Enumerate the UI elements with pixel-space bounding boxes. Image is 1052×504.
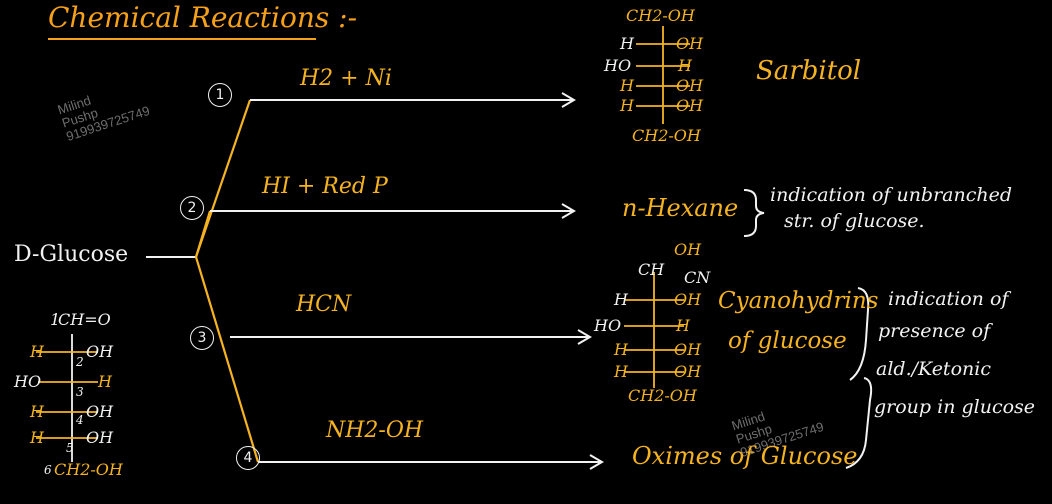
- product-cyano-line1: Cyanohydrins: [718, 288, 879, 314]
- glucose-r4-right: OH: [86, 428, 114, 447]
- ald-note-line2: presence of: [878, 320, 991, 342]
- glucose-r4-carbon: 5: [66, 441, 74, 455]
- cyano-top-oh: OH: [674, 240, 702, 259]
- cyano-bottom: CH2-OH: [628, 386, 697, 405]
- reagent-2: HI + Red P: [262, 174, 388, 199]
- branch-trunk: [194, 99, 260, 463]
- ald-note-line1: indication of: [888, 288, 1009, 310]
- hexane-note-line1: indication of unbranched: [770, 184, 1013, 206]
- cyano-r4-right: OH: [674, 362, 702, 381]
- cyano-r1-right: OH: [674, 290, 702, 309]
- product-sarbitol: Sarbitol: [756, 56, 862, 86]
- sorbitol-r2-right: H: [678, 56, 692, 75]
- glucose-r1-left: H: [30, 342, 44, 361]
- arrow-4-head: [589, 454, 604, 470]
- reaction-number-1: 1: [208, 83, 232, 107]
- sorbitol-r4-right: OH: [676, 96, 704, 115]
- hexane-note-line2: str. of glucose.: [784, 210, 925, 232]
- sorbitol-r3-right: OH: [676, 76, 704, 95]
- reactant-label: D-Glucose: [14, 242, 129, 267]
- sorbitol-bottom: CH2-OH: [632, 126, 701, 145]
- reaction-number-4: 4: [236, 446, 260, 470]
- glucose-c6-number: 6: [44, 463, 52, 477]
- arrow-2-head: [561, 203, 576, 219]
- glucose-r3-carbon: 4: [76, 413, 84, 427]
- cyano-top: CH: [638, 260, 665, 279]
- sorbitol-r4-left: H: [620, 96, 634, 115]
- reaction-number-2: 2: [180, 196, 204, 220]
- glucose-r3-left: H: [30, 402, 44, 421]
- cyano-top-cn: CN: [684, 268, 711, 287]
- glucose-r2-carbon: 3: [76, 385, 84, 399]
- glucose-r4-left: H: [30, 428, 44, 447]
- cyano-r2-left: HO: [594, 316, 622, 335]
- glucose-c1-number: 1: [50, 310, 61, 329]
- arrow-1-head: [561, 92, 576, 108]
- cyano-r2-right: H: [676, 316, 690, 335]
- glucose-r1-right: OH: [86, 342, 114, 361]
- glucose-r1-carbon: 2: [76, 355, 84, 369]
- reagent-3: HCN: [296, 292, 352, 317]
- hexane-brace: [743, 189, 765, 237]
- glucose-top: CH=O: [58, 310, 111, 329]
- reagent-4: NH2-OH: [326, 418, 424, 443]
- product-oxime: Oximes of Glucose: [632, 442, 858, 470]
- cyano-r3-left: H: [614, 340, 628, 359]
- sorbitol-r2-left: HO: [604, 56, 632, 75]
- ald-note-line3: ald./Ketonic: [876, 358, 991, 380]
- product-hexane: n-Hexane: [622, 194, 739, 222]
- glucose-r2-right: H: [98, 372, 112, 391]
- glucose-r2-left: HO: [14, 372, 42, 391]
- ald-note-line4: group in glucose: [874, 396, 1036, 418]
- arrow-3-head: [577, 329, 592, 345]
- cyano-r1-left: H: [614, 290, 628, 309]
- branch-2: [194, 210, 212, 258]
- cyano-r3-right: OH: [674, 340, 702, 359]
- title-underline: [48, 38, 316, 40]
- cyano-r4-left: H: [614, 362, 628, 381]
- sorbitol-r1-left: H: [620, 34, 634, 53]
- glucose-bottom: CH2-OH: [54, 460, 123, 479]
- oxime-brace: [845, 377, 873, 469]
- sorbitol-top: CH2-OH: [626, 6, 695, 25]
- page-title: Chemical Reactions :-: [48, 1, 358, 34]
- product-cyano-line2: of glucose: [728, 328, 847, 354]
- reagent-1: H2 + Ni: [300, 66, 392, 91]
- reaction-number-3: 3: [190, 326, 214, 350]
- sorbitol-r1-right: OH: [676, 34, 704, 53]
- sorbitol-r3-left: H: [620, 76, 634, 95]
- cyano-brace: [849, 287, 870, 381]
- glucose-r3-right: OH: [86, 402, 114, 421]
